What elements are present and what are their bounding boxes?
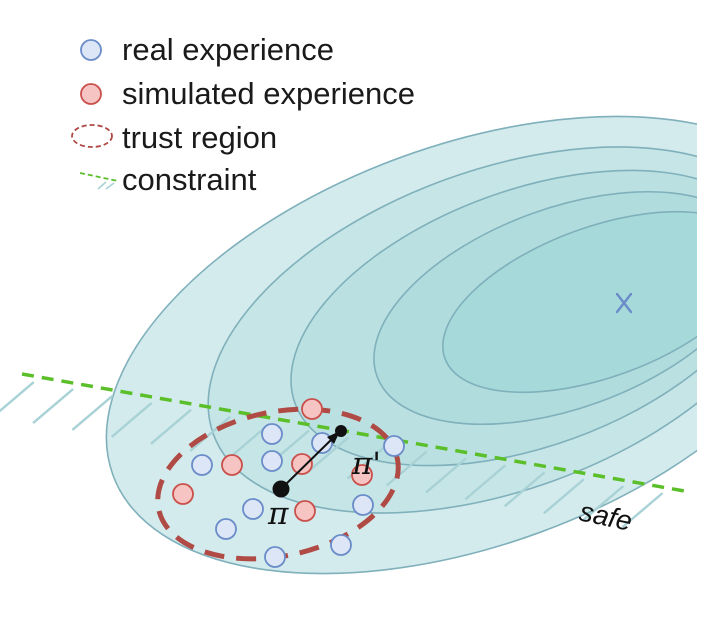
real-experience-point bbox=[352, 494, 374, 516]
simulated-experience-point bbox=[172, 483, 194, 505]
real-experience-point bbox=[261, 450, 283, 472]
hatch-mark bbox=[385, 450, 428, 487]
real-experience-point bbox=[264, 546, 286, 568]
trust-region-ellipse bbox=[155, 406, 401, 562]
legend-item-simulated: simulated experience bbox=[80, 76, 415, 111]
hatch-mark bbox=[189, 415, 232, 452]
contour-landscape bbox=[105, 115, 697, 575]
real-experience-point bbox=[330, 534, 352, 556]
simulated-experience-point bbox=[301, 398, 323, 420]
real-experience-point bbox=[311, 432, 333, 454]
legend-label-constraint: constraint bbox=[122, 162, 257, 197]
simulated-experience-point bbox=[351, 464, 373, 486]
optimum-x-icon bbox=[615, 292, 633, 314]
policy-pi-point bbox=[272, 480, 290, 498]
hatch-mark bbox=[150, 408, 192, 445]
hatch-mark bbox=[582, 485, 624, 522]
hatch-mark bbox=[307, 436, 349, 473]
hatch-mark bbox=[425, 457, 467, 494]
contour-level-5 bbox=[442, 210, 697, 394]
simulated-experience-point bbox=[221, 454, 243, 476]
hatch-mark bbox=[71, 395, 114, 431]
legend-label-simulated: simulated experience bbox=[122, 76, 415, 111]
policy-pi-prime-point bbox=[335, 425, 347, 437]
simulated-experience-point bbox=[291, 453, 313, 475]
legend-item-trust: trust region bbox=[71, 120, 277, 155]
simulated-experience-point bbox=[294, 500, 316, 522]
hatch-mark bbox=[0, 381, 35, 413]
pi-label: π bbox=[267, 496, 289, 532]
simulated-marker-icon bbox=[80, 83, 102, 105]
real-experience-point bbox=[383, 435, 405, 457]
real-marker-icon bbox=[80, 39, 102, 61]
hatch-mark bbox=[621, 492, 664, 529]
legend-item-constraint: constraint bbox=[79, 162, 257, 197]
legend-label-real: real experience bbox=[122, 32, 334, 67]
experience-samples bbox=[172, 398, 405, 568]
constraint-line bbox=[21, 372, 691, 494]
hatch-mark bbox=[503, 471, 546, 508]
legend: real experience simulated experience tru… bbox=[71, 32, 415, 197]
pi-prime-label: π' bbox=[351, 446, 381, 482]
real-experience-point bbox=[215, 518, 237, 540]
hatch-mark bbox=[32, 388, 74, 424]
real-experience-point bbox=[242, 498, 264, 520]
constraint-hatching bbox=[0, 381, 664, 529]
legend-label-trust: trust region bbox=[122, 120, 277, 155]
hatch-mark bbox=[543, 478, 585, 515]
safe-label: safe bbox=[577, 496, 635, 537]
constraint-marker-icon bbox=[79, 172, 119, 190]
real-experience-point bbox=[191, 454, 213, 476]
trust-marker-icon bbox=[71, 124, 113, 148]
legend-item-real: real experience bbox=[80, 32, 334, 67]
hatch-mark bbox=[110, 401, 153, 438]
real-experience-point bbox=[261, 423, 283, 445]
hatch-mark bbox=[464, 464, 507, 501]
